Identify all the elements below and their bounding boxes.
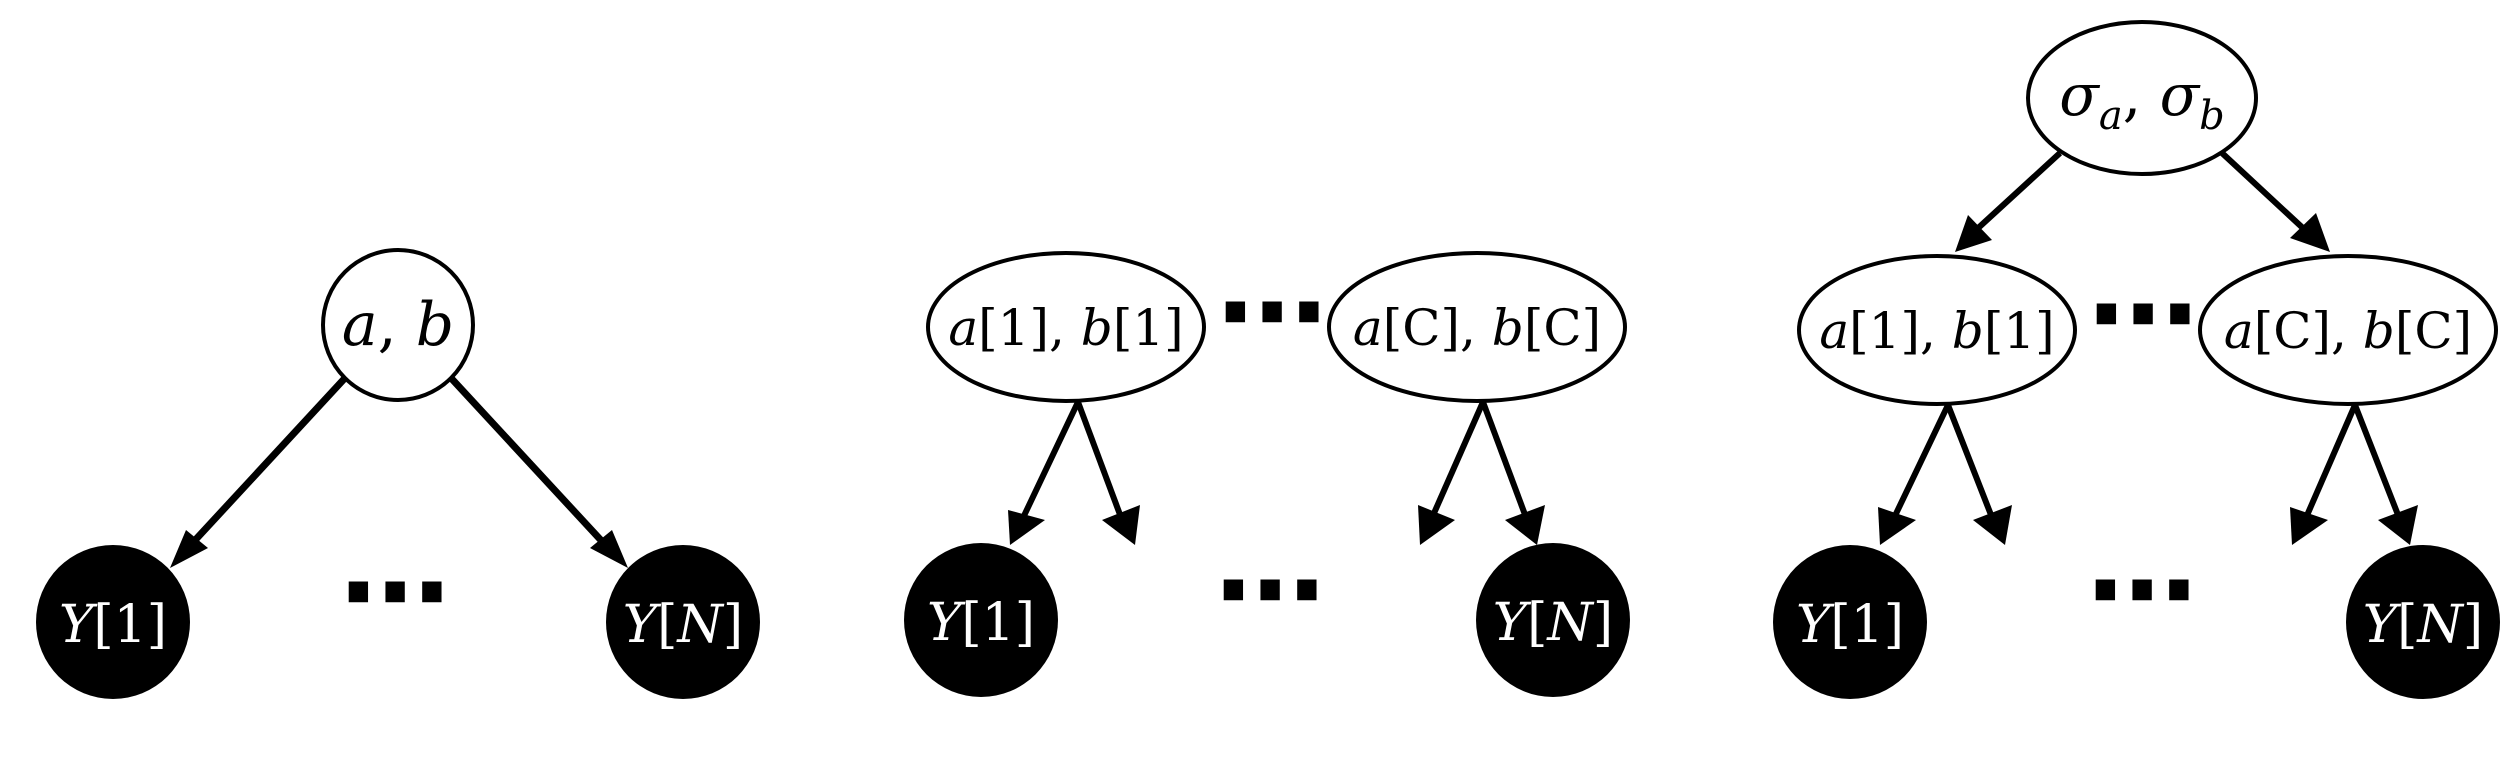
group-node-1 — [926, 251, 1206, 403]
arrowhead-g1-right — [1102, 505, 1140, 545]
panel-pooled-model: a, b Y[1] ⋯ Y[N] — [36, 248, 760, 699]
arrowhead-ab-to-y1 — [170, 530, 208, 568]
param-node-ab-label: a, b — [342, 290, 454, 360]
edge-g1-right — [1075, 400, 1125, 522]
observed-node-y1-label: Y[1] — [59, 595, 167, 655]
edge-gc-left — [1428, 400, 1486, 522]
edge-g1-left — [1890, 403, 1951, 522]
edge-ab-to-yn — [448, 375, 613, 553]
observed-node-y1 — [1773, 545, 1927, 699]
observed-node-y1 — [36, 545, 190, 699]
observed-node-yn-label: Y[N] — [1493, 593, 1613, 653]
observed-node-yn-label: Y[N] — [623, 595, 743, 655]
arrowhead-gc-left — [2290, 507, 2328, 545]
observed-node-yn — [2346, 545, 2500, 699]
edge-gc-right — [1480, 400, 1530, 522]
group-node-1 — [1797, 254, 2077, 406]
observed-ellipsis: ⋯ — [1215, 526, 1325, 654]
edge-gc-left — [2302, 403, 2358, 522]
panel-hierarchical-model: σa, σb a[1], b[1] ⋯ a[C], b[C] Y[1] ⋯ — [1773, 20, 2500, 699]
group-node-1-label: a[1], b[1] — [948, 299, 1183, 357]
edge-g1-right — [1945, 403, 1996, 522]
observed-node-yn-label: Y[N] — [2363, 595, 2483, 655]
edge-ab-to-y1 — [183, 375, 348, 553]
observed-node-y1 — [904, 543, 1058, 697]
group-node-c — [1327, 251, 1627, 403]
hyper-node-sigma — [2026, 20, 2258, 176]
arrowhead-gc-right — [2378, 505, 2418, 545]
arrowhead-gc-right — [1505, 505, 1545, 545]
groups-ellipsis: ⋯ — [1217, 248, 1327, 376]
observed-node-yn — [606, 545, 760, 699]
observed-ellipsis: ⋯ — [340, 528, 450, 656]
group-node-1-label: a[1], b[1] — [1819, 302, 2054, 360]
edge-hyper-to-g1 — [1973, 150, 2063, 233]
edge-hyper-to-gc — [2219, 150, 2308, 233]
group-node-c-label: a[C], b[C] — [2224, 302, 2472, 360]
observed-ellipsis: ⋯ — [2087, 526, 2197, 654]
hyper-node-sigma-label: σa, σb — [2059, 61, 2225, 139]
arrowhead-gc-left — [1418, 505, 1455, 545]
arrowhead-hyper-to-g1 — [1955, 215, 1992, 252]
edge-gc-right — [2352, 403, 2403, 522]
arrowhead-g1-right — [1973, 505, 2012, 545]
observed-node-y1-label: Y[1] — [1796, 595, 1904, 655]
group-node-c-label: a[C], b[C] — [1353, 299, 1601, 357]
arrowhead-g1-left — [1008, 510, 1045, 545]
observed-node-y1-label: Y[1] — [927, 593, 1035, 653]
arrowhead-ab-to-yn — [590, 530, 628, 568]
param-node-ab — [321, 248, 475, 402]
edge-g1-left — [1019, 400, 1081, 522]
observed-node-yn — [1476, 543, 1630, 697]
group-node-c — [2198, 254, 2498, 406]
arrowhead-g1-left — [1878, 507, 1916, 545]
panel-unpooled-model: a[1], b[1] ⋯ a[C], b[C] Y[1] ⋯ Y[N] — [904, 248, 1630, 697]
arrowhead-hyper-to-gc — [2290, 213, 2330, 252]
groups-ellipsis: ⋯ — [2088, 250, 2198, 378]
